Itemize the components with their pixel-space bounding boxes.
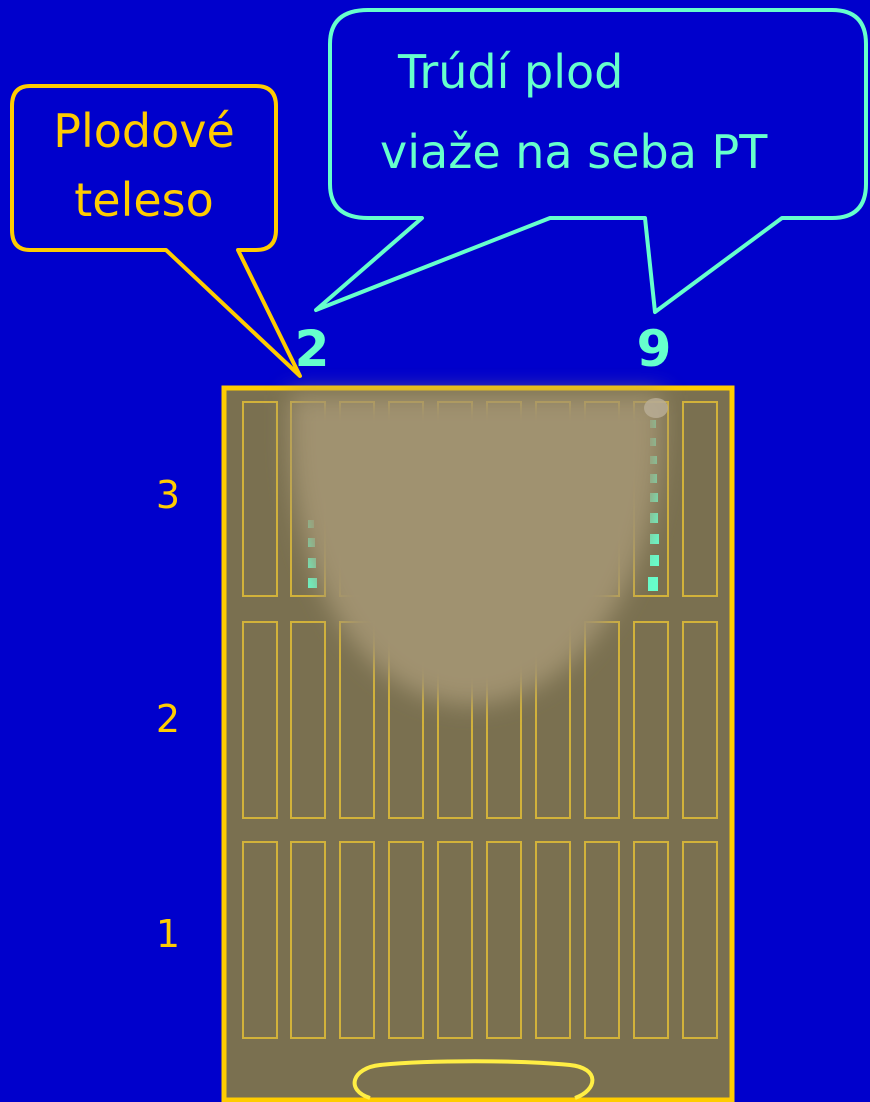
cell (437, 841, 473, 1039)
cell (535, 841, 571, 1039)
cell (633, 841, 669, 1039)
cell (682, 621, 718, 819)
hyphae-callout (314, 8, 868, 314)
row-2-cells (242, 621, 718, 819)
row-label-1: 1 (156, 912, 180, 956)
cell (290, 841, 326, 1039)
fruiting-body-callout (10, 84, 302, 378)
cell (682, 401, 718, 597)
cell (633, 621, 669, 819)
cell (242, 401, 278, 597)
cell (682, 841, 718, 1039)
cell (290, 621, 326, 819)
cell (486, 841, 522, 1039)
fruiting-body-callout-line1: Plodové (53, 104, 235, 158)
column-label-2: 2 (295, 320, 330, 378)
fruiting-body-callout-line2: teleso (74, 173, 214, 227)
row-label-2: 2 (156, 697, 180, 741)
row-1-cells (242, 841, 718, 1039)
cell (242, 841, 278, 1039)
blob-top-highlight (644, 398, 668, 418)
hyphae-callout-line1: Trúdí plod (397, 45, 623, 99)
cell (388, 841, 424, 1039)
fruiting-body-blob (290, 395, 662, 705)
row-label-3: 3 (156, 473, 180, 517)
column-label-9: 9 (637, 320, 672, 378)
cell (584, 841, 620, 1039)
drip-tray-icon (352, 1059, 595, 1100)
cell (242, 621, 278, 819)
cell (339, 841, 375, 1039)
hyphae-callout-line2: viaže na seba PT (380, 125, 768, 179)
